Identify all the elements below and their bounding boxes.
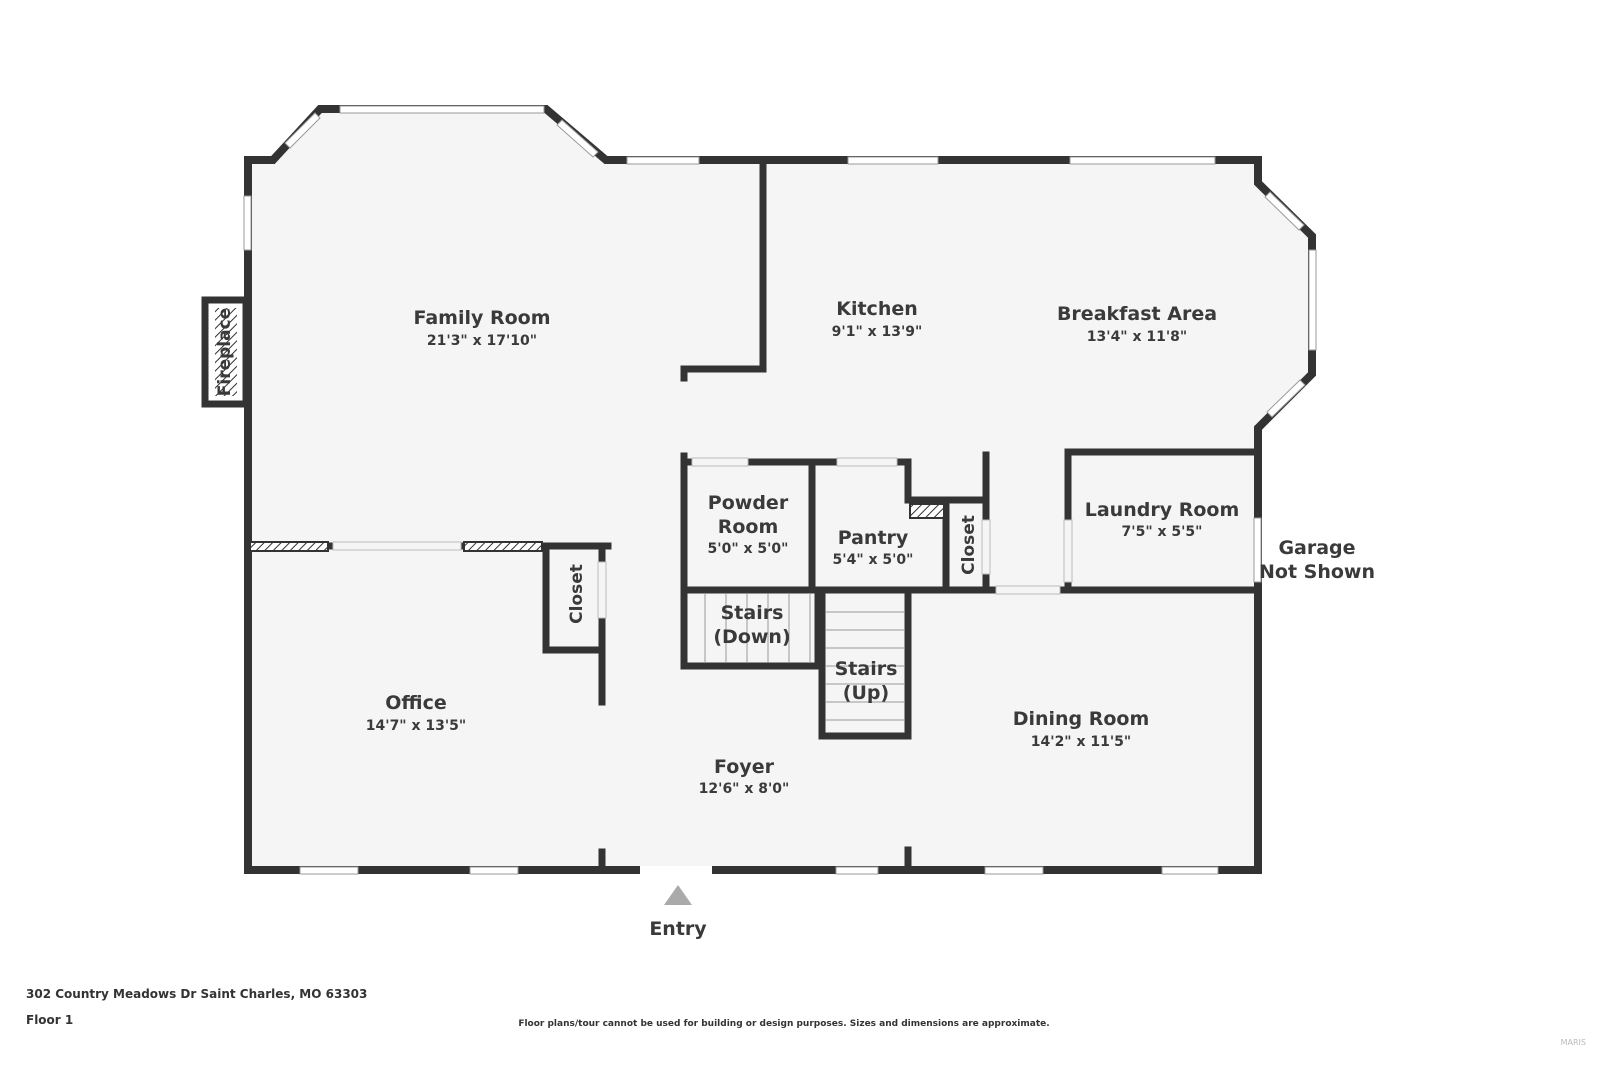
powder-room-name-2: Room	[718, 516, 779, 538]
breakfast-area-name: Breakfast Area	[1057, 303, 1217, 325]
window	[835, 866, 879, 875]
dining-room-dims: 14'2" x 11'5"	[1031, 734, 1131, 750]
garage-label-2: Not Shown	[1259, 561, 1375, 583]
entry-door	[640, 866, 712, 874]
floor-area	[248, 109, 1312, 870]
pantry-name: Pantry	[838, 527, 909, 549]
window	[299, 866, 359, 875]
watermark: MARIS	[1560, 1038, 1586, 1047]
stairs-up-treads	[826, 611, 904, 721]
stairs-up-label-1: Stairs	[835, 658, 898, 680]
entry-label: Entry	[649, 918, 707, 940]
window	[243, 195, 252, 251]
window	[1264, 191, 1305, 231]
stairs-down-treads	[704, 594, 811, 662]
interior-walls	[244, 160, 1262, 874]
floor-label: Floor 1	[26, 1013, 74, 1027]
window	[469, 866, 519, 875]
hatched-wall	[463, 541, 543, 552]
entry-arrow-icon	[664, 885, 692, 905]
office-name: Office	[385, 692, 447, 714]
foyer-name: Foyer	[714, 756, 775, 778]
window	[847, 156, 939, 165]
windows	[243, 105, 1317, 875]
address-text: 302 Country Meadows Dr Saint Charles, MO…	[26, 987, 368, 1001]
window	[626, 156, 700, 165]
hatched-wall	[249, 541, 329, 552]
family-room-dims: 21'3" x 17'10"	[427, 333, 537, 349]
window	[1161, 866, 1219, 875]
family-room-name: Family Room	[413, 307, 550, 329]
fireplace	[201, 296, 250, 408]
dining-room-name: Dining Room	[1013, 708, 1150, 730]
laundry-room-dims: 7'5" x 5'5"	[1122, 524, 1203, 540]
window	[984, 866, 1044, 875]
closet-office-label: Closet	[567, 564, 587, 624]
closet-pantry-label: Closet	[959, 515, 979, 575]
laundry-room-name: Laundry Room	[1085, 499, 1240, 521]
office-dims: 14'7" x 13'5"	[366, 718, 466, 734]
kitchen-dims: 9'1" x 13'9"	[832, 324, 923, 340]
exterior-wall	[244, 105, 1316, 874]
foyer-dims: 12'6" x 8'0"	[699, 781, 790, 797]
breakfast-area-dims: 13'4" x 11'8"	[1087, 329, 1187, 345]
powder-room-dims: 5'0" x 5'0"	[708, 541, 789, 557]
window	[339, 105, 545, 114]
disclaimer-text: Floor plans/tour cannot be used for buil…	[518, 1019, 1050, 1029]
stairs-up-label-2: (Up)	[843, 682, 889, 704]
stairs-down-label-1: Stairs	[721, 602, 784, 624]
kitchen-name: Kitchen	[836, 298, 918, 320]
window	[1266, 379, 1306, 418]
door-openings	[332, 457, 1073, 619]
stairs-down-label-2: (Down)	[713, 626, 790, 648]
hatched-wall	[909, 503, 945, 519]
pantry-dims: 5'4" x 5'0"	[833, 552, 914, 568]
window	[1308, 249, 1317, 351]
window	[556, 119, 599, 158]
window	[284, 112, 321, 149]
window	[1253, 517, 1262, 583]
powder-room-name-1: Powder	[708, 492, 789, 514]
garage-label-1: Garage	[1278, 537, 1355, 559]
window	[1069, 156, 1216, 165]
fireplace-label: Fireplace	[215, 308, 235, 396]
